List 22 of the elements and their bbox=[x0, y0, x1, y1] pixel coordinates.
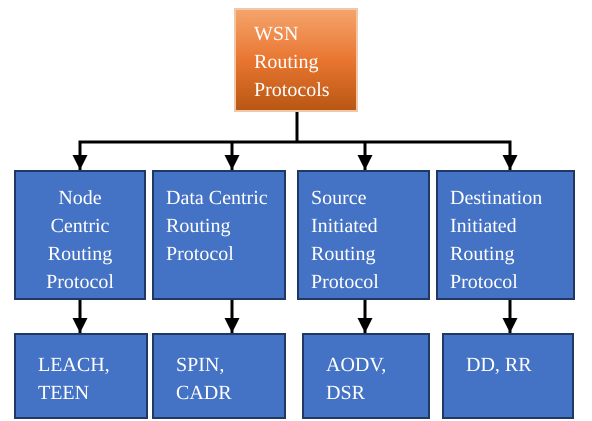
arrow bbox=[72, 300, 88, 333]
process-box bbox=[152, 170, 286, 300]
process-box bbox=[297, 170, 430, 300]
process-box bbox=[302, 333, 430, 419]
box-text: AODV, DSR bbox=[326, 353, 388, 406]
box-text: Node Centric Routing Protocol bbox=[45, 186, 115, 295]
box-text: Data Centric Routing Protocol bbox=[166, 186, 269, 267]
process-box bbox=[436, 170, 575, 300]
box-text: LEACH, TEEN bbox=[38, 353, 111, 406]
arrow bbox=[358, 300, 372, 333]
box-text: Source Initiated Routing Protocol bbox=[311, 186, 380, 295]
arrow bbox=[502, 300, 518, 333]
process-box bbox=[442, 333, 574, 419]
box-text: SPIN, CADR bbox=[176, 353, 233, 406]
process-box bbox=[14, 170, 146, 300]
root-box bbox=[234, 8, 358, 112]
box-text: WSN Routing Protocols bbox=[254, 22, 331, 103]
process-box bbox=[152, 333, 286, 419]
box-text: Destination Initiated Routing Protocol bbox=[450, 186, 544, 295]
arrow bbox=[224, 300, 240, 333]
box-text: DD, RR bbox=[466, 353, 533, 378]
process-box bbox=[14, 333, 148, 419]
